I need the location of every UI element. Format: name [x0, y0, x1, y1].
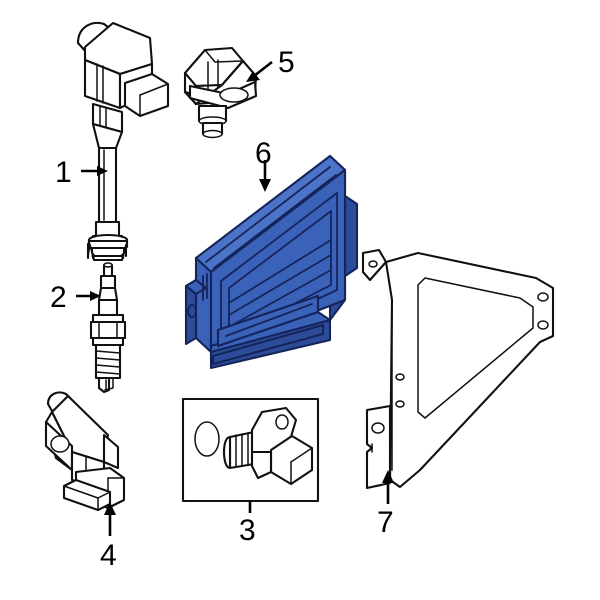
- part-knock-sensor-bracket[interactable]: [44, 391, 126, 512]
- part-camshaft-position-sensor[interactable]: [183, 46, 258, 139]
- callout-number-3[interactable]: 3: [239, 514, 256, 547]
- callout-leaders: [76, 60, 394, 536]
- part-crankshaft-position-sensor-box[interactable]: [181, 397, 320, 503]
- part-engine-control-module[interactable]: [184, 154, 359, 370]
- part-ignition-coil[interactable]: [76, 21, 170, 262]
- arrowhead-6: [259, 179, 271, 192]
- callout-number-1[interactable]: 1: [55, 156, 72, 189]
- callout-number-4[interactable]: 4: [100, 539, 117, 572]
- part-spark-plug[interactable]: [89, 262, 127, 394]
- arrowhead-5: [246, 71, 260, 82]
- arrowhead-2: [90, 291, 101, 301]
- callout-number-7[interactable]: 7: [377, 506, 394, 539]
- arrowhead-7: [382, 470, 394, 483]
- part-ecm-mounting-bracket[interactable]: [361, 248, 555, 490]
- arrowhead-4: [104, 502, 116, 515]
- callout-number-2[interactable]: 2: [50, 281, 67, 314]
- callout-number-6[interactable]: 6: [255, 137, 272, 170]
- arrowhead-1: [97, 166, 108, 176]
- ignition-coil-boot-cap: [90, 246, 126, 258]
- callout-number-5[interactable]: 5: [278, 46, 295, 79]
